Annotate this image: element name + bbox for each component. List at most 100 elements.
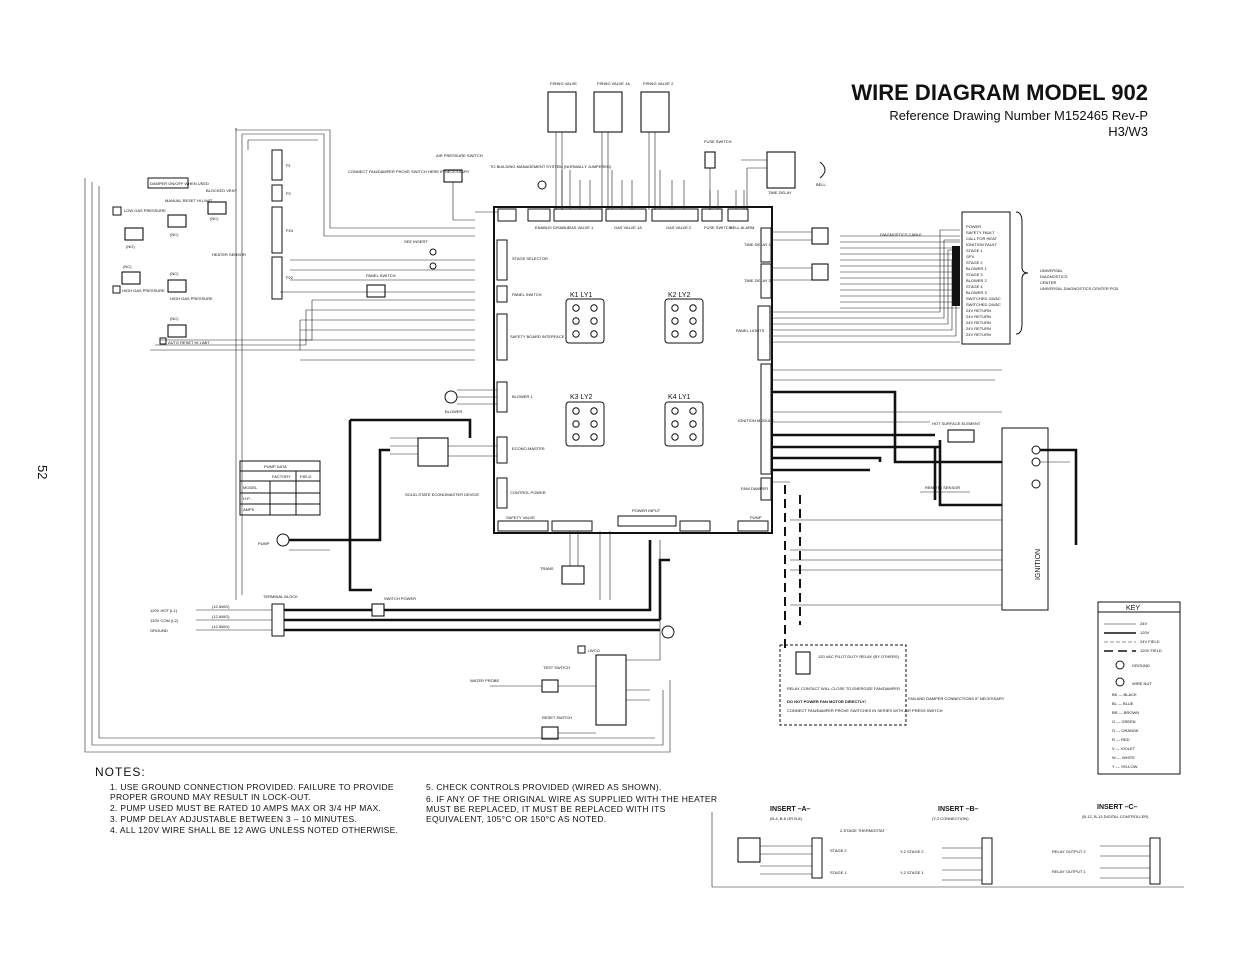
- notes: NOTES: 1. USE GROUND CONNECTION PROVIDED…: [95, 765, 717, 835]
- svg-text:STAGE 1: STAGE 1: [966, 248, 983, 253]
- svg-text:PANEL LIGHTS: PANEL LIGHTS: [736, 328, 765, 333]
- svg-text:BR — BROWN: BR — BROWN: [1112, 710, 1139, 715]
- svg-text:(NC): (NC): [170, 271, 179, 276]
- svg-text:GROUND: GROUND: [150, 628, 168, 633]
- panel-switch-left: PANEL SWITCH: [366, 273, 396, 298]
- svg-text:STAGE SELECTOR: STAGE SELECTOR: [512, 256, 548, 261]
- pilot-duty-relay: 120 VAC PILOT DUTY RELAY (BY OTHERS) REL…: [779, 644, 1005, 726]
- svg-text:BL — BLUE: BL — BLUE: [1112, 701, 1134, 706]
- lwco: LWCO: [577, 540, 661, 726]
- blower-motor: BLOWER: [444, 389, 497, 414]
- svg-text:HOT SURFACE ELEMENT: HOT SURFACE ELEMENT: [932, 421, 981, 426]
- transformer: TRANS: [540, 531, 611, 600]
- svg-text:BLOWER 1: BLOWER 1: [512, 394, 533, 399]
- svg-text:TERMINAL BLOCK: TERMINAL BLOCK: [263, 594, 298, 599]
- svg-text:5. CHECK CONTROLS PROVIDED (W: 5. CHECK CONTROLS PROVIDED (WIRED AS SHO…: [426, 782, 662, 792]
- svg-text:AUTO RESET HI LIMIT: AUTO RESET HI LIMIT: [168, 340, 210, 345]
- high-gas-pressure-switch-2: (NC) HIGH GAS PRESSURE: [167, 271, 213, 301]
- svg-text:AIR PRESSURE SWITCH: AIR PRESSURE SWITCH: [436, 153, 483, 158]
- svg-text:Y — YELLOW: Y — YELLOW: [1112, 764, 1138, 769]
- svg-text:BLOCKED VENT: BLOCKED VENT: [206, 188, 237, 193]
- svg-text:O — ORANGE: O — ORANGE: [1112, 728, 1139, 733]
- svg-text:GROUND: GROUND: [1132, 663, 1150, 668]
- svg-text:AMPS: AMPS: [243, 507, 255, 512]
- svg-text:FIRING VALVE 1A: FIRING VALVE 1A: [597, 81, 630, 86]
- svg-text:24V FIELD: 24V FIELD: [1140, 639, 1160, 644]
- time-delay-top: TIME DELAY: [741, 151, 796, 210]
- svg-text:BELL: BELL: [816, 182, 827, 187]
- svg-text:GAS VALVE 2: GAS VALVE 2: [666, 225, 692, 230]
- svg-text:BLOWER 2: BLOWER 2: [966, 278, 987, 283]
- svg-text:2. PUMP USED MUST BE RATED 10: 2. PUMP USED MUST BE RATED 10 AMPS MAX O…: [110, 803, 381, 813]
- firing-valve-1a: FIRING VALVE 1A: [593, 81, 630, 210]
- svg-text:PUMP: PUMP: [258, 541, 270, 546]
- bell-icon: BELL: [816, 161, 827, 187]
- insert-a: INSERT –A– (B-4, B-6 OR B-8) 2-STAGE THE…: [737, 806, 885, 879]
- svg-text:IGNITION MODULE: IGNITION MODULE: [738, 418, 774, 423]
- svg-text:1. USE GROUND CONNECTION PROV: 1. USE GROUND CONNECTION PROVIDED. FAILU…: [110, 782, 394, 792]
- svg-text:TIME DELAY: TIME DELAY: [768, 190, 792, 195]
- svg-text:CONNECT FAN/DAMPER PROVE SWITC: CONNECT FAN/DAMPER PROVE SWITCHES IN SER…: [787, 708, 943, 713]
- svg-text:120V: 120V: [1140, 630, 1150, 635]
- svg-text:WIRE NUT: WIRE NUT: [1132, 681, 1152, 686]
- svg-text:GAS VALVE 1A: GAS VALVE 1A: [614, 225, 642, 230]
- to-building-management: TO BUILDING MANAGEMENT SYSTEM (NORMALLY …: [490, 164, 612, 190]
- diagnostics-wiring: DIAGNOSTICS CABLE: [770, 227, 960, 343]
- svg-text:(12 AWG): (12 AWG): [212, 624, 230, 629]
- svg-text:EQUIVALENT, 105°C OR 150°C AS: EQUIVALENT, 105°C OR 150°C AS NOTED.: [426, 814, 606, 824]
- svg-text:P22: P22: [286, 275, 294, 280]
- svg-text:24V RETURN: 24V RETURN: [966, 320, 991, 325]
- svg-text:120V COM (L2): 120V COM (L2): [150, 618, 179, 623]
- svg-text:SWITCHED 24VAC: SWITCHED 24VAC: [966, 296, 1001, 301]
- svg-text:INSERT –C–: INSERT –C–: [1097, 804, 1138, 811]
- svg-text:(B-4, B-6 OR B-8): (B-4, B-6 OR B-8): [770, 816, 802, 821]
- svg-text:FAN/ DAMPER: FAN/ DAMPER: [741, 486, 768, 491]
- svg-text:P24: P24: [286, 228, 294, 233]
- svg-text:INSERT –B–: INSERT –B–: [938, 806, 979, 813]
- svg-text:STAGE 2: STAGE 2: [966, 260, 983, 265]
- svg-text:INSERT –A–: INSERT –A–: [770, 806, 811, 813]
- relay-k4: K4 LY1: [664, 394, 704, 447]
- svg-text:STAGE 4: STAGE 4: [966, 284, 983, 289]
- svg-text:TO BUILDING MANAGEMENT SYSTEM: TO BUILDING MANAGEMENT SYSTEM (NORMALLY …: [490, 164, 612, 169]
- insert-b: INSERT –B– (Y-2 CONNECTION) Y-2 STAGE 2 …: [900, 806, 993, 885]
- svg-text:(NC): (NC): [170, 316, 179, 321]
- pump-data-table: PUMP DATA FACTORY FIELD MODEL H.P. : AMP…: [239, 460, 321, 516]
- svg-text:SWITCHED 24VAC: SWITCHED 24VAC: [966, 302, 1001, 307]
- ground-symbol: [661, 625, 675, 639]
- svg-text:(Y-2 CONNECTION): (Y-2 CONNECTION): [932, 816, 969, 821]
- insert-c: INSERT –C– (B-12, B-13 DIGITAL CONTROLLE…: [1052, 804, 1161, 885]
- svg-text:FIRING VALVE: FIRING VALVE: [550, 81, 577, 86]
- blocked-vent-switch: BLOCKED VENT (NC): [206, 188, 237, 221]
- svg-text:PANEL SWITCH: PANEL SWITCH: [512, 292, 542, 297]
- svg-text:RESET SWITCH: RESET SWITCH: [542, 715, 572, 720]
- svg-text:SWITCH POWER: SWITCH POWER: [384, 596, 416, 601]
- svg-text:RELAY CONTACT WILL CLOSE TO EN: RELAY CONTACT WILL CLOSE TO ENERGIZE FAN…: [787, 686, 901, 691]
- svg-text:BK — BLACK: BK — BLACK: [1112, 692, 1137, 697]
- universal-diagnostics-center: POWER SAFETY FAULT CALL FOR HEAT IGNITIO…: [961, 211, 1118, 345]
- reference-drawing: Reference Drawing Number M152465 Rev-P: [889, 108, 1148, 123]
- svg-text:24V RETURN: 24V RETURN: [966, 314, 991, 319]
- svg-text:ECONO-MASTER: ECONO-MASTER: [512, 446, 545, 451]
- svg-text:K2 LY2: K2 LY2: [668, 292, 691, 299]
- svg-text:GFV: GFV: [966, 254, 975, 259]
- svg-text:(NC): (NC): [123, 264, 132, 269]
- remote-sensor: REMOTE SENSOR: [920, 485, 970, 493]
- svg-text:DO NOT POWER FAN MOTOR DIRECTL: DO NOT POWER FAN MOTOR DIRECTLY!: [787, 699, 866, 704]
- svg-text:FUSE SWITCH: FUSE SWITCH: [704, 139, 732, 144]
- svg-text:P1: P1: [286, 163, 292, 168]
- svg-text:W — WHITE: W — WHITE: [1112, 755, 1135, 760]
- svg-text:V — VIOLET: V — VIOLET: [1112, 746, 1136, 751]
- svg-text:CENTER: CENTER: [1040, 280, 1057, 285]
- inserts-frame: [711, 812, 1184, 888]
- svg-text:TIME DELAY 2: TIME DELAY 2: [744, 278, 772, 283]
- reset-switch: RESET SWITCH: [541, 715, 596, 740]
- svg-text:IGNITION FAULT: IGNITION FAULT: [966, 242, 998, 247]
- ignition-wiring: [771, 369, 1002, 648]
- svg-text:IGNITION: IGNITION: [1035, 549, 1042, 580]
- svg-text:Y-2 STAGE 2: Y-2 STAGE 2: [900, 849, 924, 854]
- air-pressure-switch: AIR PRESSURE SWITCH CONNECT FAN/DAMPER P…: [348, 153, 483, 221]
- svg-text:3. PUMP DELAY ADJUSTABLE BETW: 3. PUMP DELAY ADJUSTABLE BETWEEN 3 – 10 …: [110, 814, 357, 824]
- svg-text:KEY: KEY: [1126, 605, 1140, 612]
